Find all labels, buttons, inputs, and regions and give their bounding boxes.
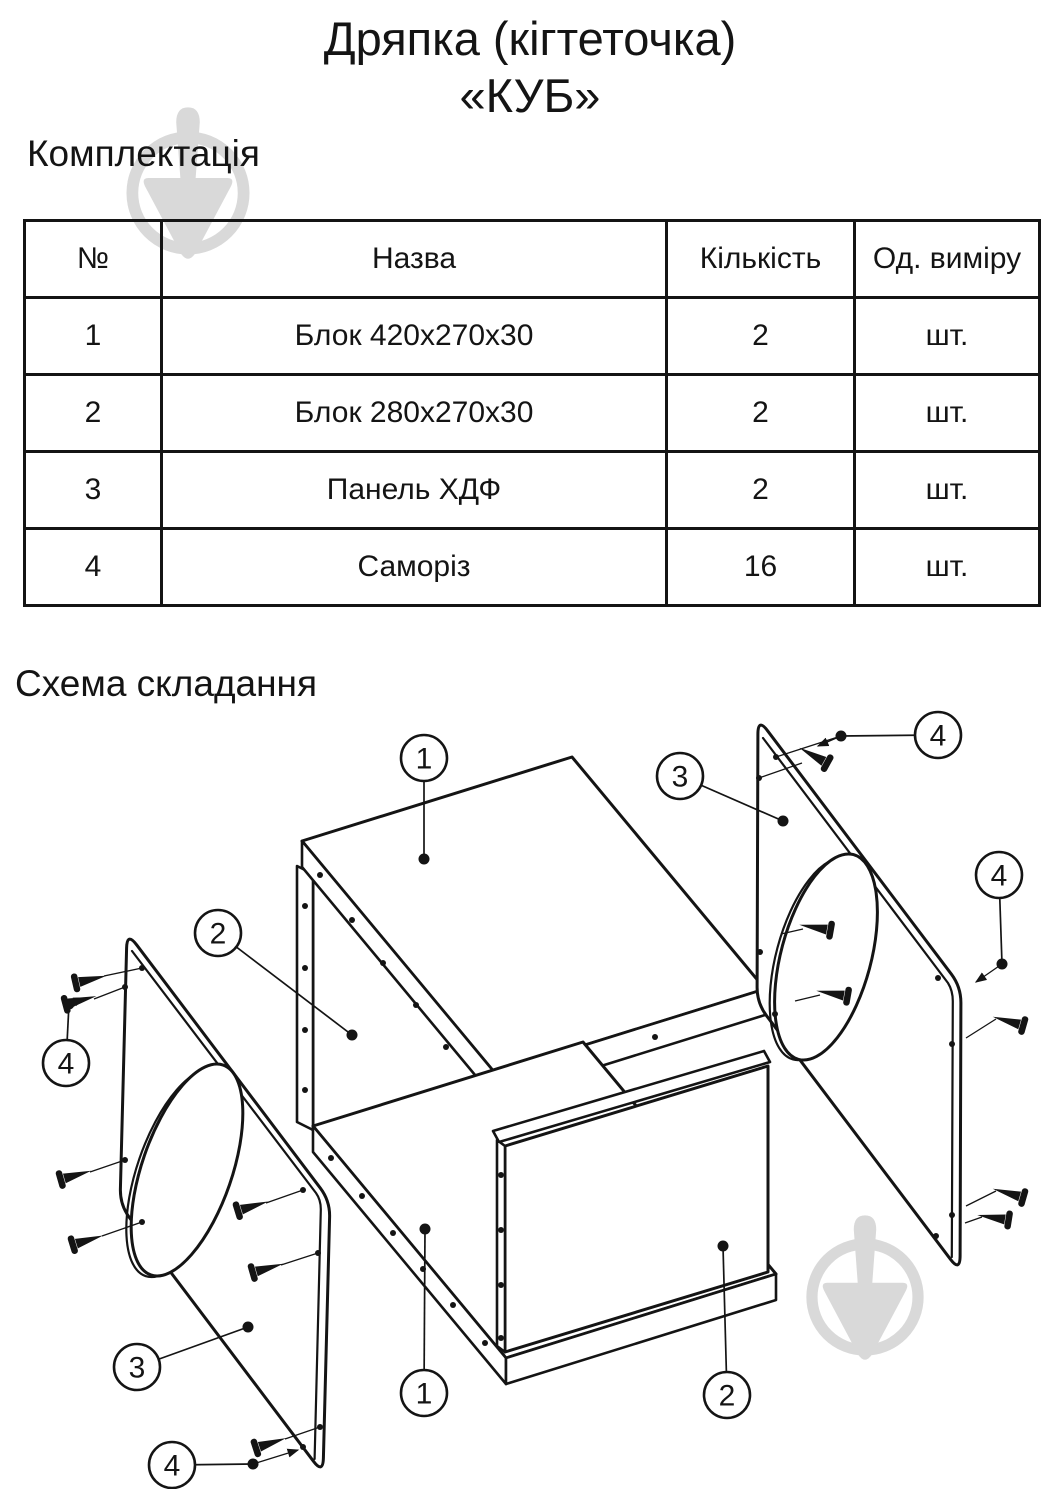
callout-leader-line (423, 1228, 426, 1394)
cell-unit: шт. (853, 373, 1041, 453)
cell-number: 1 (23, 296, 163, 376)
callout-target-dot (717, 1240, 729, 1252)
callout-circle-2 (702, 1370, 752, 1420)
callout-label-4: 4 (58, 1048, 75, 1081)
panel-hdf-right (755, 723, 963, 1267)
assembly-heading: Схема складання (15, 663, 318, 704)
callout-label-4: 4 (164, 1450, 181, 1483)
table-row: 4 Саморіз 16 шт. (23, 527, 1041, 607)
callout-circle-3 (655, 751, 705, 801)
callout-label-1: 1 (416, 743, 433, 776)
cell-unit: шт. (853, 450, 1041, 530)
callout-target-dot (247, 1458, 259, 1470)
col-header-name: Назва (160, 219, 668, 299)
cell-quantity: 2 (665, 296, 856, 376)
cell-quantity: 2 (665, 373, 856, 453)
cell-name: Блок 280х270х30 (160, 373, 668, 453)
cell-number: 2 (23, 373, 163, 453)
callout-circle-3 (112, 1342, 162, 1392)
col-header-number: № (23, 219, 163, 299)
callout-label-4: 4 (991, 860, 1008, 893)
table-row: 1 Блок 420х270х30 2 шт. (23, 296, 1041, 376)
cell-number: 4 (23, 527, 163, 607)
callout-circle-4 (913, 710, 963, 760)
callout-label-2: 2 (210, 918, 227, 951)
title-line-2: «КУБ» (459, 69, 601, 123)
callout-label-1: 1 (416, 1378, 433, 1411)
table-row: 3 Панель ХДФ 2 шт. (23, 450, 1041, 530)
callout-circle-1 (399, 1368, 449, 1418)
callout-target-dot (835, 730, 847, 742)
cell-quantity: 2 (665, 450, 856, 530)
document-title: Дряпка (кігтеточка) «КУБ» (0, 10, 1060, 125)
cell-quantity: 16 (665, 527, 856, 607)
title-line-1: Дряпка (кігтеточка) (323, 12, 737, 65)
callout-circle-2 (193, 908, 243, 958)
cell-unit: шт. (853, 296, 1041, 376)
cell-name: Блок 420х270х30 (160, 296, 668, 376)
callout-target-dot (418, 853, 430, 865)
screws (55, 735, 1029, 1465)
callout-label-3: 3 (129, 1352, 146, 1385)
block-side-right (491, 1049, 772, 1354)
components-heading: Комплектація (27, 133, 260, 174)
cell-name: Панель ХДФ (160, 450, 668, 530)
cell-unit: шт. (853, 527, 1041, 607)
callout-label-3: 3 (672, 761, 689, 794)
col-header-unit: Од. виміру (853, 219, 1041, 299)
callout-circle-4 (41, 1038, 91, 1088)
callout-leader-line (217, 932, 353, 1036)
callout-target-dot (63, 998, 75, 1010)
callout-target-dot (419, 1223, 431, 1235)
panel-hdf-left (118, 937, 332, 1469)
watermark-logo-bottom (812, 1215, 918, 1359)
callout-circle-4 (974, 850, 1024, 900)
cell-number: 3 (23, 450, 163, 530)
callout-target-dot (346, 1029, 358, 1041)
callout-circle-4 (147, 1440, 197, 1489)
components-table: № Назва Кількість Од. виміру 1 Блок 420х… (23, 219, 1041, 607)
callout-label-4: 4 (930, 720, 947, 753)
col-header-quantity: Кількість (665, 219, 856, 299)
table-row: 2 Блок 280х270х30 2 шт. (23, 373, 1041, 453)
table-header-row: № Назва Кількість Од. виміру (23, 219, 1041, 299)
callout-label-2: 2 (719, 1380, 736, 1413)
callout-target-dot (242, 1321, 254, 1333)
callout-layer: 1 3 4 2 4 4 3 4 1 2 (41, 710, 1024, 1489)
cell-name: Саморіз (160, 527, 668, 607)
callout-circle-1 (399, 733, 449, 783)
callout-target-dot (996, 958, 1008, 970)
callout-target-dot (777, 815, 789, 827)
callout-leader-line (722, 1245, 728, 1396)
